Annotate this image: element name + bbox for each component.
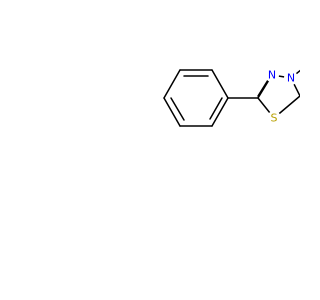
bridge-n-label: N — [287, 72, 295, 85]
bond-n1-c2-double — [257, 79, 269, 97]
thiadiazole-sulfur: S — [267, 111, 281, 125]
bond-benz-1-2 — [211, 69, 229, 99]
molecule-structure: N N N N S — [163, 68, 300, 127]
atom-labels: N N N N S — [265, 68, 298, 125]
bond-benz-6-1 — [211, 97, 229, 127]
thiadiazole-n-label: N — [268, 69, 276, 82]
bond-benz-4-5-double — [170, 97, 185, 121]
molecule-canvas: N N N N S — [163, 68, 300, 127]
bond-benz-3-4 — [163, 69, 181, 99]
bridge-nitrogen: N — [284, 71, 298, 85]
thiadiazole-s-label: S — [271, 112, 278, 125]
bonds — [163, 69, 300, 127]
bond-benz-4-5 — [163, 97, 181, 127]
bond-benz-6-1-double — [209, 97, 223, 120]
thiadiazole-nitrogen: N — [265, 68, 279, 82]
